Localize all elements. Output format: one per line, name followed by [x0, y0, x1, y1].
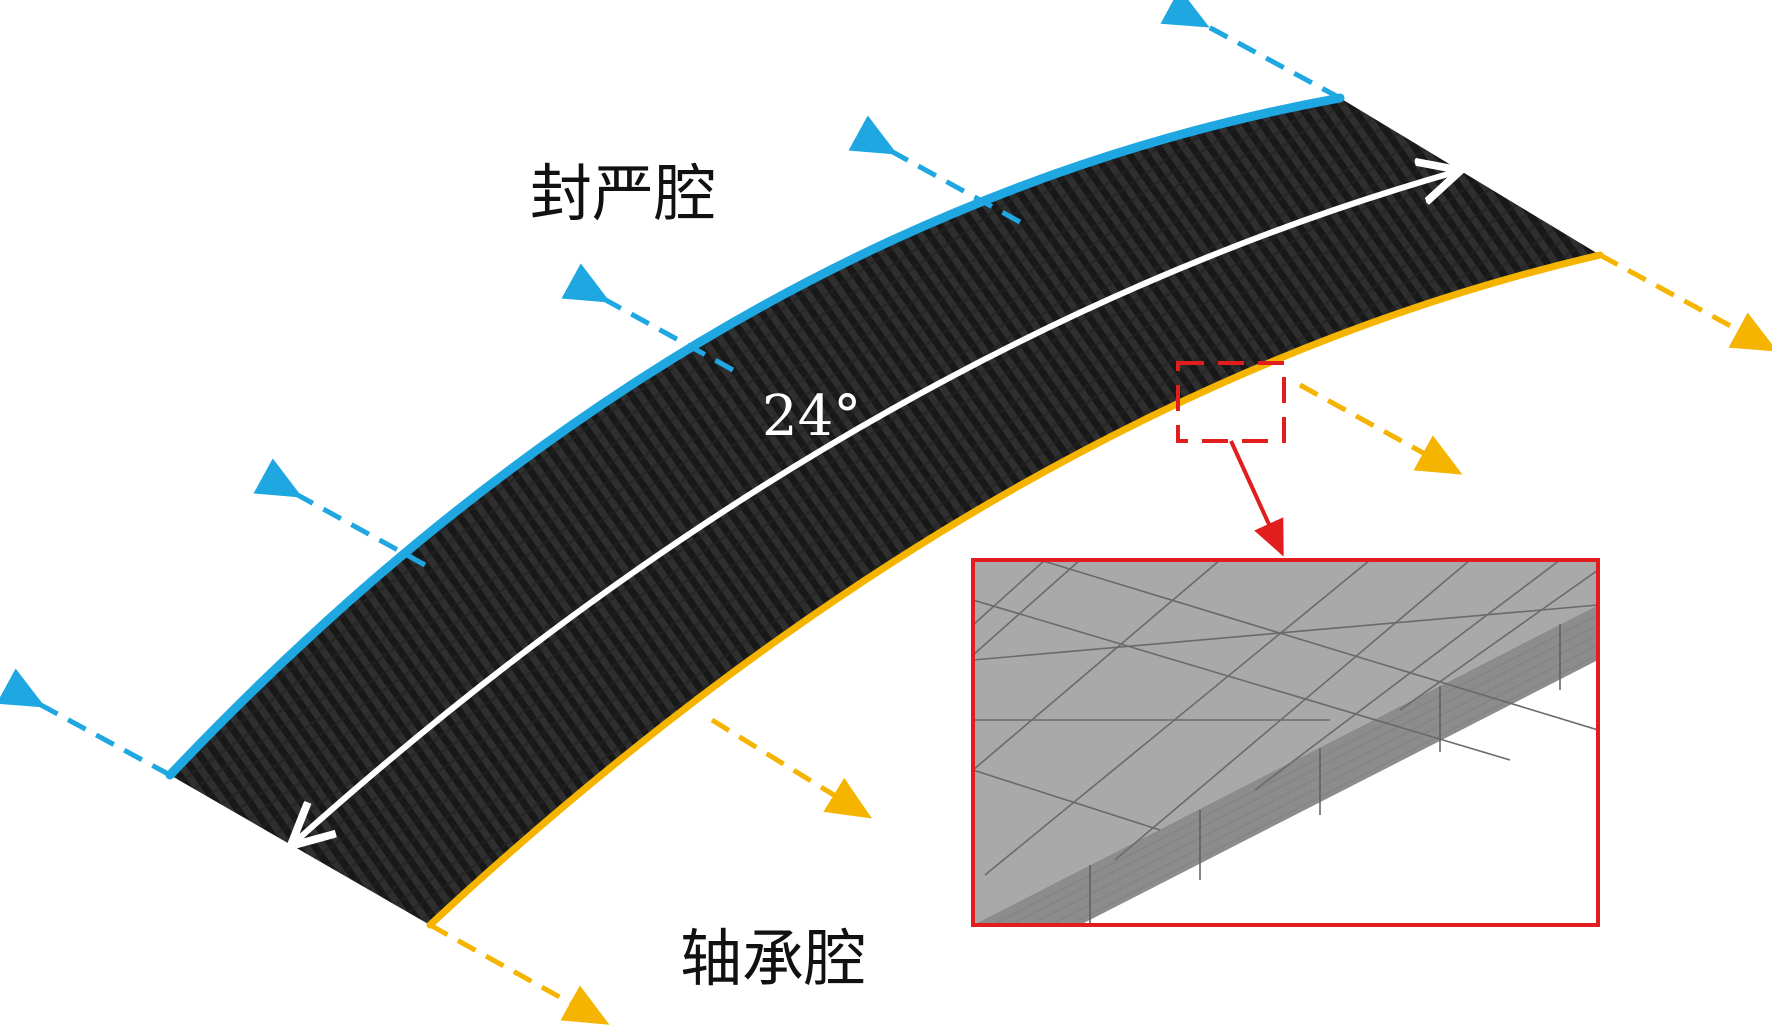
zoom-selection-box [1176, 361, 1286, 443]
gold-arrow-icon [710, 717, 873, 819]
blue-arrow-icon [0, 668, 172, 778]
mesh-side-face [973, 605, 1598, 925]
lower-cavity-label: 轴承腔 [680, 922, 866, 995]
gold-arrow-icon [428, 922, 610, 1025]
angle-label: 24° [762, 384, 861, 449]
mesh-detail-border [971, 558, 1600, 927]
gold-arrow-icon [1598, 252, 1772, 352]
angle-arrow-icon [295, 172, 1455, 842]
upper-cavity-label: 封严腔 [530, 157, 716, 230]
blue-arrow-icon [1160, 0, 1342, 101]
zoom-connector-arrow-icon [1229, 440, 1284, 557]
gold-arrow-icon [1298, 382, 1463, 475]
mesh-detail-panel [971, 558, 1600, 927]
mesh-top-face [973, 560, 1598, 925]
